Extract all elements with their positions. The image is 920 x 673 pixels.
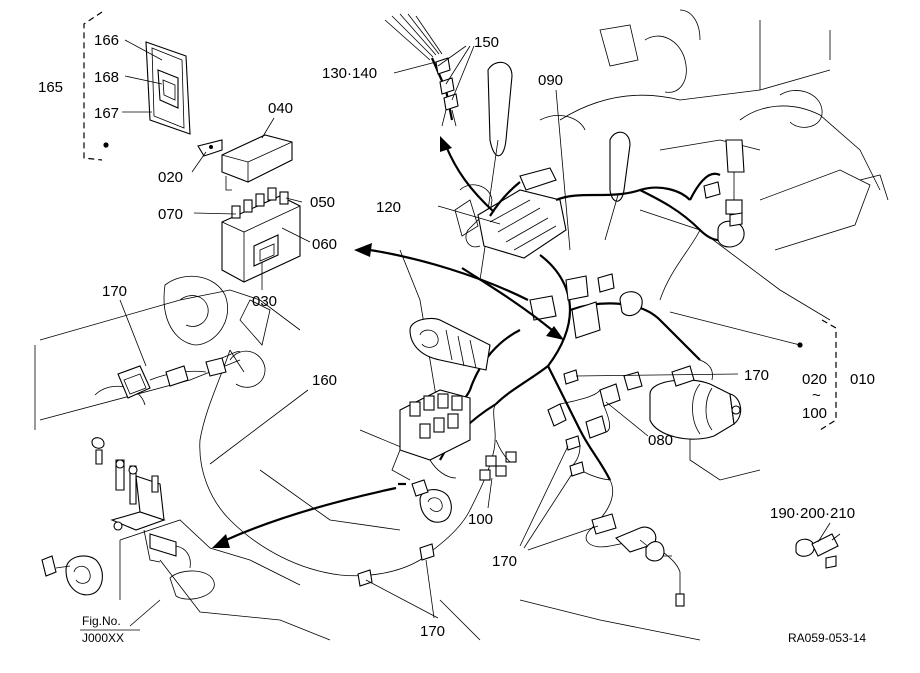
label-120: 120 (376, 199, 401, 216)
label-190-200-210: 190·200·210 (770, 505, 855, 522)
label-100-range-end: 100 (802, 405, 827, 422)
clamp-190-200-210 (795, 533, 841, 569)
label-166: 166 (94, 32, 119, 49)
group-bracket-010 (819, 319, 837, 431)
fig-no-value: J000XX (82, 631, 124, 645)
label-165: 165 (38, 79, 63, 96)
wire-bundle-130-140 (384, 13, 459, 127)
indication-arrows (212, 136, 564, 548)
label-168: 168 (94, 69, 119, 86)
label-020: 020 (158, 169, 183, 186)
label-030: 030 (252, 293, 277, 310)
label-range-tilde: ~ (812, 387, 821, 404)
control-levers (454, 61, 631, 248)
label-080: 080 (648, 432, 673, 449)
label-050: 050 (310, 194, 335, 211)
label-040: 040 (268, 100, 293, 117)
label-167: 167 (94, 105, 119, 122)
group-bracket-165 (83, 11, 103, 161)
callout-labels: 165 166 168 167 040 020 050 070 060 030 … (38, 32, 875, 645)
label-160: 160 (312, 372, 337, 389)
label-060: 060 (312, 236, 337, 253)
leader-lines (119, 39, 831, 627)
label-150: 150 (474, 34, 499, 51)
label-170-bottom: 170 (492, 553, 517, 570)
label-130-140: 130·140 (322, 65, 377, 82)
label-170-right: 170 (744, 367, 769, 384)
label-090: 090 (538, 72, 563, 89)
label-010: 010 (850, 371, 875, 388)
label-170-work-light: 170 (102, 283, 127, 300)
label-100: 100 (468, 511, 493, 528)
reference-code: RA059-053-14 (788, 631, 866, 645)
label-020-range-start: 020 (802, 371, 827, 388)
label-170-lower: 170 (420, 623, 445, 640)
label-070: 070 (158, 206, 183, 223)
fuse-box-assembly (197, 134, 301, 283)
main-wiring-harness (117, 139, 745, 607)
horn-bracket-assembly (41, 437, 191, 596)
relay-holder-165 (103, 41, 191, 148)
fig-no-label: Fig.No. (82, 614, 121, 628)
